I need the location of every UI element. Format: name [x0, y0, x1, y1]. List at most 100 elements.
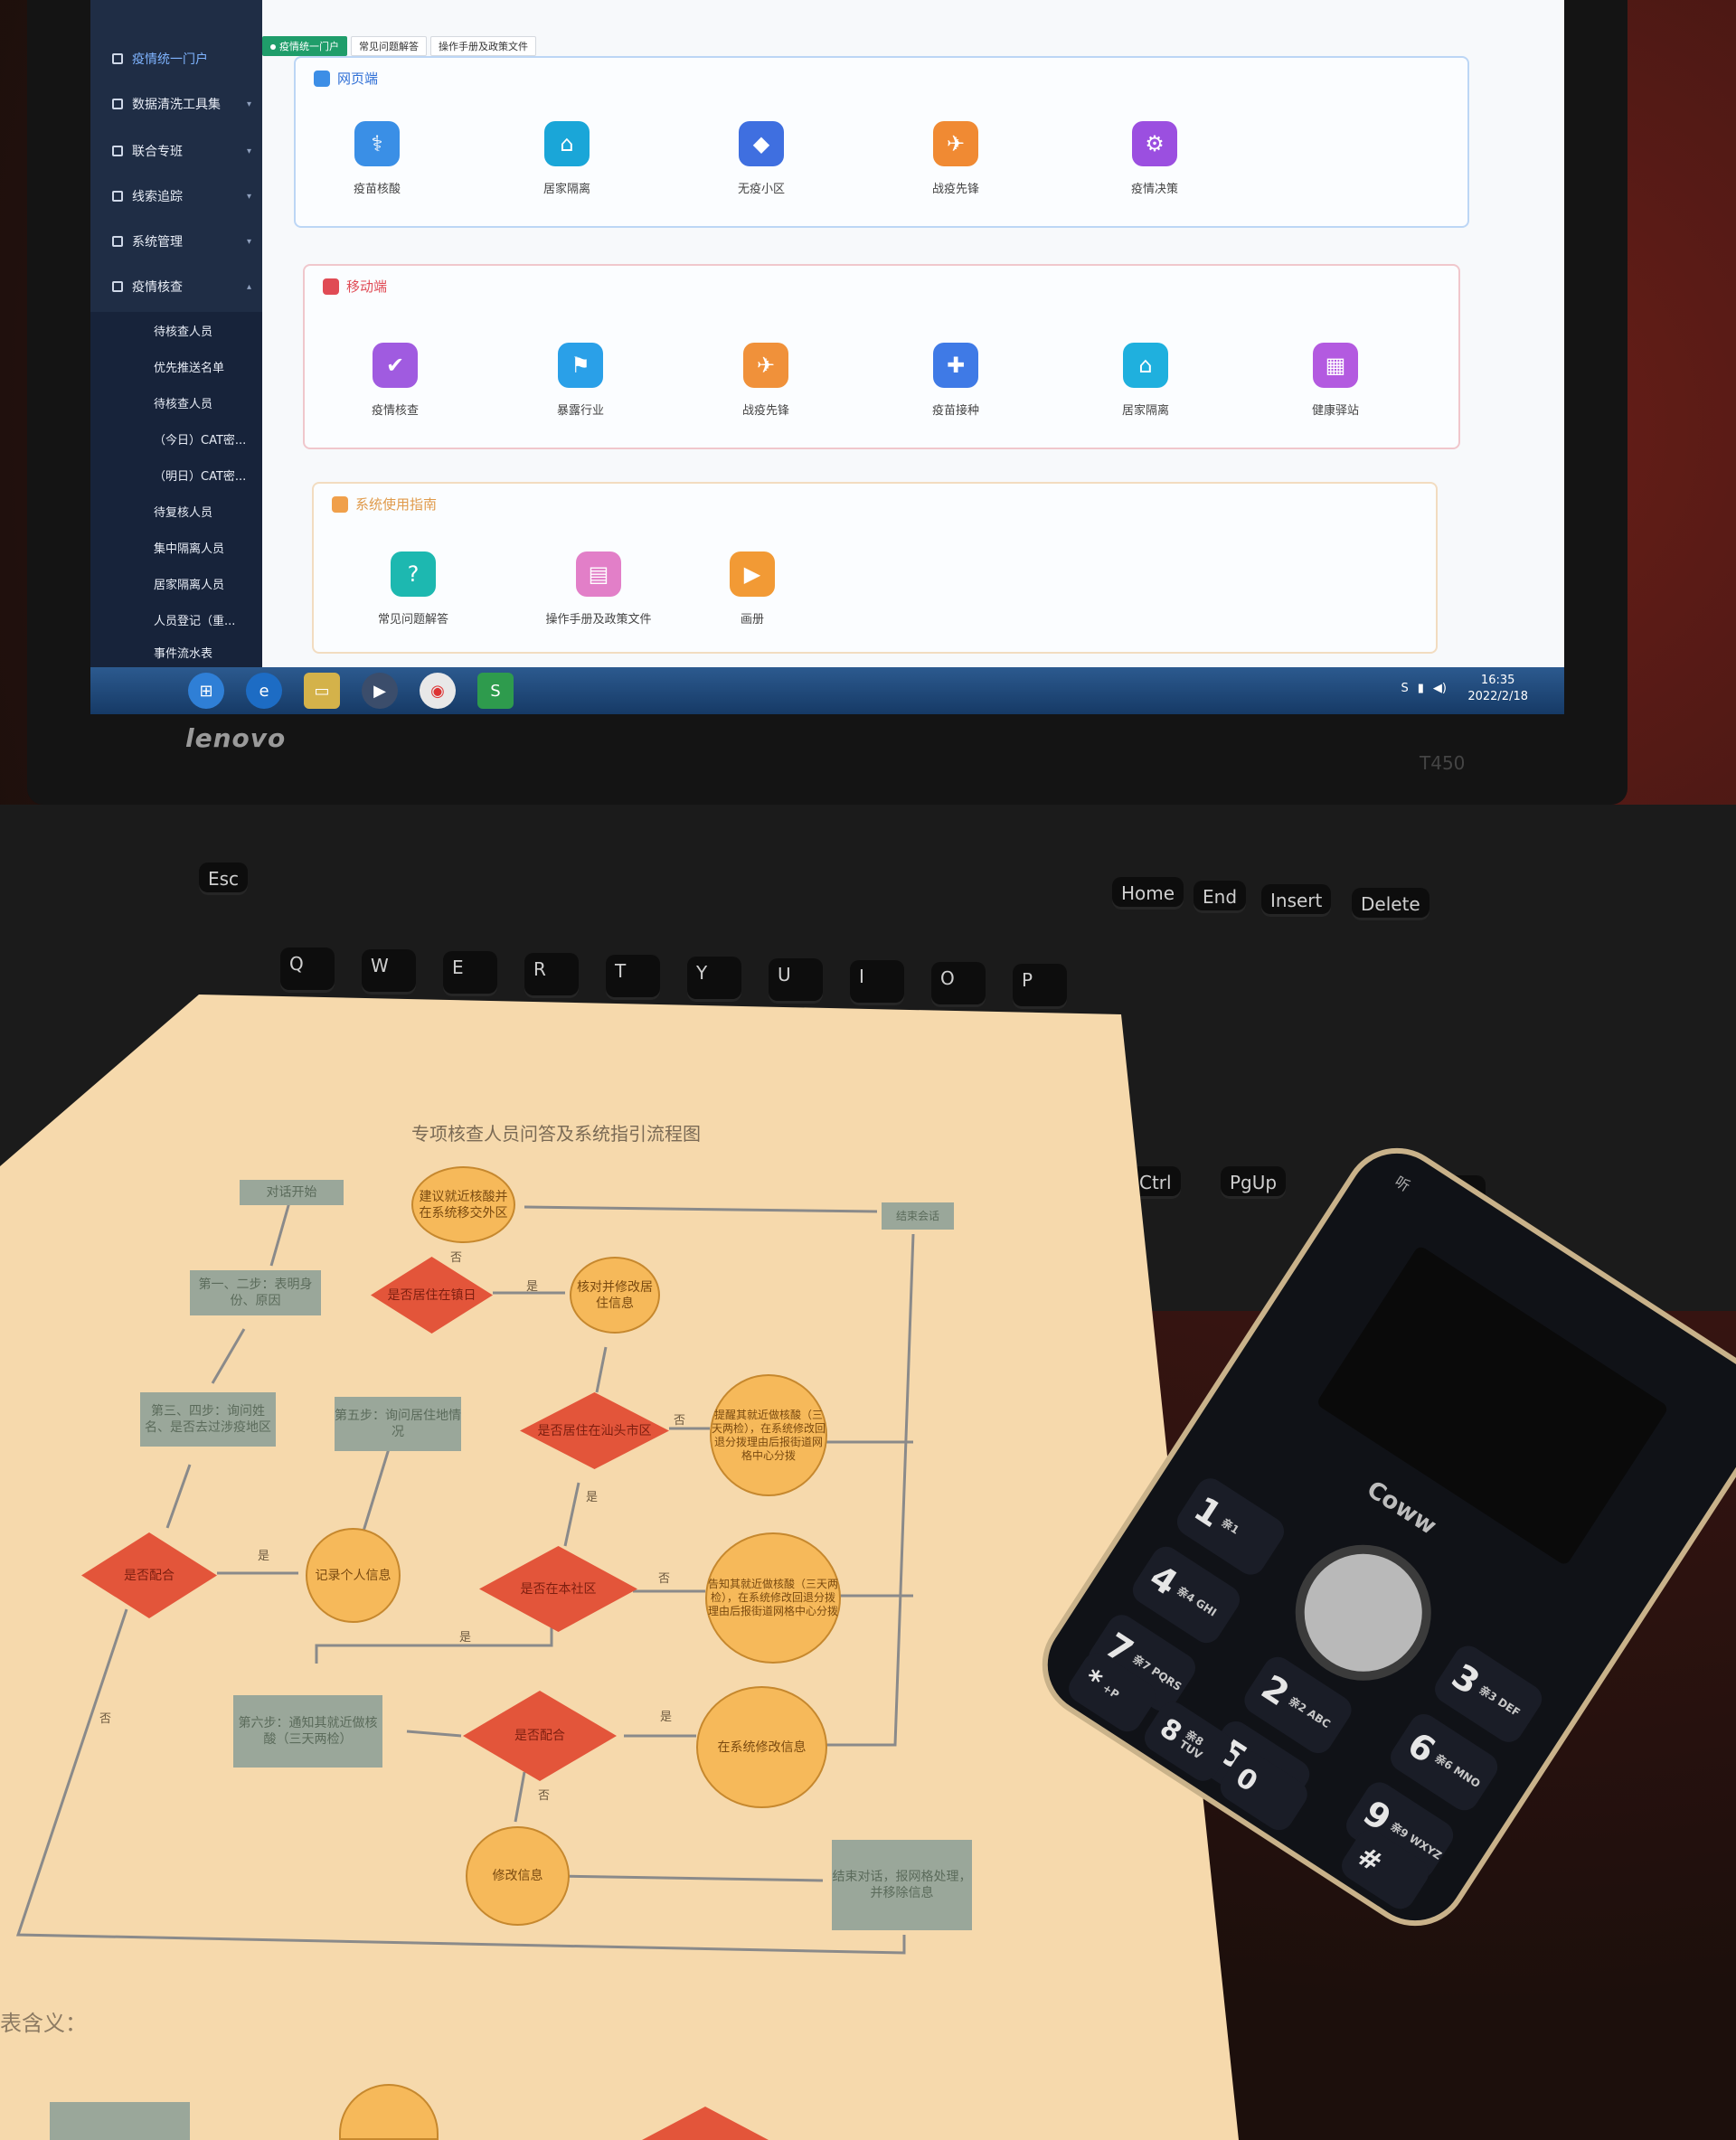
sidebar-subitem[interactable]: 居家隔离人员: [90, 565, 262, 601]
node-step34: 第三、四步：询问姓名、是否去过涉疫地区: [140, 1392, 276, 1447]
sidebar-subitem[interactable]: （今日）CAT密...: [90, 420, 262, 457]
key-w[interactable]: W: [362, 949, 416, 995]
tile-decision[interactable]: ⚙ 疫情决策: [1100, 121, 1209, 196]
chrome-icon[interactable]: ◉: [420, 673, 456, 709]
key-u[interactable]: U: [769, 958, 823, 1004]
phone-brand-logo: Coww: [1362, 1475, 1441, 1541]
legend-title: 表含义：: [0, 2011, 87, 2036]
sidebar-item-epidemic-check[interactable]: 疫情核查 ▴: [90, 269, 262, 305]
node-remind-test: 提醒其就近做核酸（三天两检），在系统修改回退分拨理由后报街道网格中心分拨: [710, 1374, 827, 1496]
key-delete[interactable]: Delete: [1352, 888, 1429, 920]
edge-label-yes: 是: [586, 1491, 599, 1504]
sidebar-subitem[interactable]: 待核查人员: [90, 384, 262, 420]
edge-label-no: 否: [99, 1712, 112, 1726]
node-finish: 结束会话: [882, 1202, 954, 1230]
key-pgup[interactable]: PgUp: [1221, 1166, 1287, 1199]
key-esc[interactable]: Esc: [199, 863, 249, 895]
tile-covid-free-community[interactable]: ◆ 无疫小区: [707, 121, 816, 196]
sidebar-item-data-tools[interactable]: 数据清洗工具集 ▾: [90, 86, 262, 122]
sidebar-subitem[interactable]: 优先推送名单: [90, 348, 262, 384]
tile-home-isolation[interactable]: ⌂ 居家隔离: [513, 121, 621, 196]
sidebar-subitem[interactable]: 待核查人员: [90, 312, 262, 348]
network-icon[interactable]: ▮: [1417, 682, 1424, 695]
tile-exposed-industry[interactable]: ⚑ 暴露行业: [526, 343, 635, 418]
tab-manual[interactable]: 操作手册及政策文件: [430, 36, 536, 56]
volume-icon[interactable]: ◀): [1432, 682, 1447, 695]
key-y[interactable]: Y: [687, 957, 741, 1002]
flowchart-title: 专项核查人员问答及系统指引流程图: [411, 1123, 701, 1145]
key-home[interactable]: Home: [1112, 877, 1184, 910]
sidebar-subitem[interactable]: 待复核人员: [90, 493, 262, 529]
edge-label-yes: 是: [526, 1280, 539, 1294]
laptop-model: T450: [1420, 752, 1466, 774]
folder-icon: [112, 146, 123, 156]
tile-pioneer-mobile[interactable]: ✈ 战疫先锋: [712, 343, 820, 418]
input-method-icon[interactable]: S: [1401, 682, 1409, 695]
tab-bar: 疫情统一门户 常见问题解答 操作手册及政策文件: [262, 36, 536, 56]
sidebar-subitem[interactable]: 人员登记（重...: [90, 601, 262, 637]
key-insert[interactable]: Insert: [1261, 884, 1332, 917]
ie-icon[interactable]: e: [246, 673, 282, 709]
start-button[interactable]: ⊞: [188, 673, 224, 709]
tab-faq[interactable]: 常见问题解答: [351, 36, 427, 56]
tab-portal[interactable]: 疫情统一门户: [262, 36, 347, 56]
node-notify-test: 告知其就近做核酸（三天两检），在系统修改回退分拨理由后报街道网格中心分拨: [705, 1532, 841, 1664]
sidebar-subitem[interactable]: （明日）CAT密...: [90, 457, 262, 493]
sidebar-subitem[interactable]: 集中隔离人员: [90, 529, 262, 565]
node-end-call: 结束对话，报网格处理，并移除信息: [832, 1840, 972, 1930]
tile-faq[interactable]: ? 常见问题解答: [359, 551, 467, 627]
search-icon: [112, 191, 123, 202]
needle-icon: ⚕: [354, 121, 400, 166]
key-q[interactable]: Q: [280, 947, 335, 993]
house-icon: ⌂: [544, 121, 590, 166]
runner-icon: ✈: [743, 343, 788, 388]
sidebar-item-label: 联合专班: [132, 145, 183, 159]
node-verify-addr: 核对并修改居住信息: [570, 1257, 660, 1334]
system-tray[interactable]: S ▮ ◀): [1401, 682, 1448, 695]
tile-home-isolation-mobile[interactable]: ⌂ 居家隔离: [1091, 343, 1200, 418]
chevron-down-icon: ▾: [246, 191, 251, 202]
edge-label-yes: 是: [258, 1550, 270, 1563]
media-player-icon[interactable]: ▶: [362, 673, 398, 709]
tile-vaccine-test[interactable]: ⚕ 疫苗核酸: [323, 121, 431, 196]
node-q-cooperate1: 是否配合: [81, 1532, 217, 1618]
key-p[interactable]: P: [1013, 964, 1067, 1009]
folder-icon[interactable]: ▭: [304, 673, 340, 709]
key-r[interactable]: R: [524, 953, 579, 998]
mobile-icon: [323, 278, 339, 295]
syringe-icon: ✚: [933, 343, 978, 388]
tile-pioneer[interactable]: ✈ 战疫先锋: [901, 121, 1010, 196]
edge-label-no: 否: [538, 1789, 551, 1803]
book-icon: [332, 495, 348, 513]
edge-label-no: 否: [658, 1572, 671, 1586]
gear-icon: [112, 236, 123, 247]
chevron-down-icon: ▾: [246, 236, 251, 247]
tile-health-station[interactable]: ▦ 健康驿站: [1281, 343, 1390, 418]
sidebar-item-portal[interactable]: 疫情统一门户: [90, 41, 262, 77]
globe-icon: [314, 70, 330, 87]
tile-album[interactable]: ▶ 画册: [698, 551, 807, 627]
tile-vaccination[interactable]: ✚ 疫苗接种: [901, 343, 1010, 418]
tile-manual[interactable]: ▤ 操作手册及政策文件: [513, 551, 684, 627]
node-step6: 第六步：通知其就近做核酸（三天两检）: [233, 1695, 382, 1768]
spreadsheet-icon[interactable]: S: [477, 673, 514, 709]
key-t[interactable]: T: [606, 955, 660, 1000]
chevron-up-icon: ▴: [246, 281, 251, 292]
tile-check[interactable]: ✔ 疫情核查: [341, 343, 449, 418]
chevron-down-icon: ▾: [246, 146, 251, 156]
sidebar-item-system[interactable]: 系统管理 ▾: [90, 223, 262, 259]
gear-icon: ⚙: [1132, 121, 1177, 166]
taskbar: ⊞ e ▭ ▶ ◉ S S ▮ ◀) 16:35 2022/2/18: [90, 667, 1564, 714]
clock[interactable]: 16:35 2022/2/18: [1467, 674, 1528, 703]
sidebar-item-tracking[interactable]: 线索追踪 ▾: [90, 178, 262, 214]
sidebar-item-joint-task[interactable]: 联合专班 ▾: [90, 133, 262, 169]
web-panel: 网页端 ⚕ 疫苗核酸 ⌂ 居家隔离 ◆ 无疫小区 ✈ 战疫先锋 ⚙ 疫情决策: [294, 56, 1469, 228]
key-e[interactable]: E: [443, 951, 497, 996]
panel-title: 移动端: [323, 277, 387, 296]
active-dot-icon: [270, 44, 276, 50]
key-i[interactable]: I: [850, 960, 904, 1005]
key-o[interactable]: O: [931, 962, 986, 1007]
sidebar-subitem[interactable]: 事件流水表: [90, 637, 262, 667]
sidebar-item-label: 疫情统一门户: [132, 52, 208, 67]
key-end[interactable]: End: [1194, 881, 1247, 913]
